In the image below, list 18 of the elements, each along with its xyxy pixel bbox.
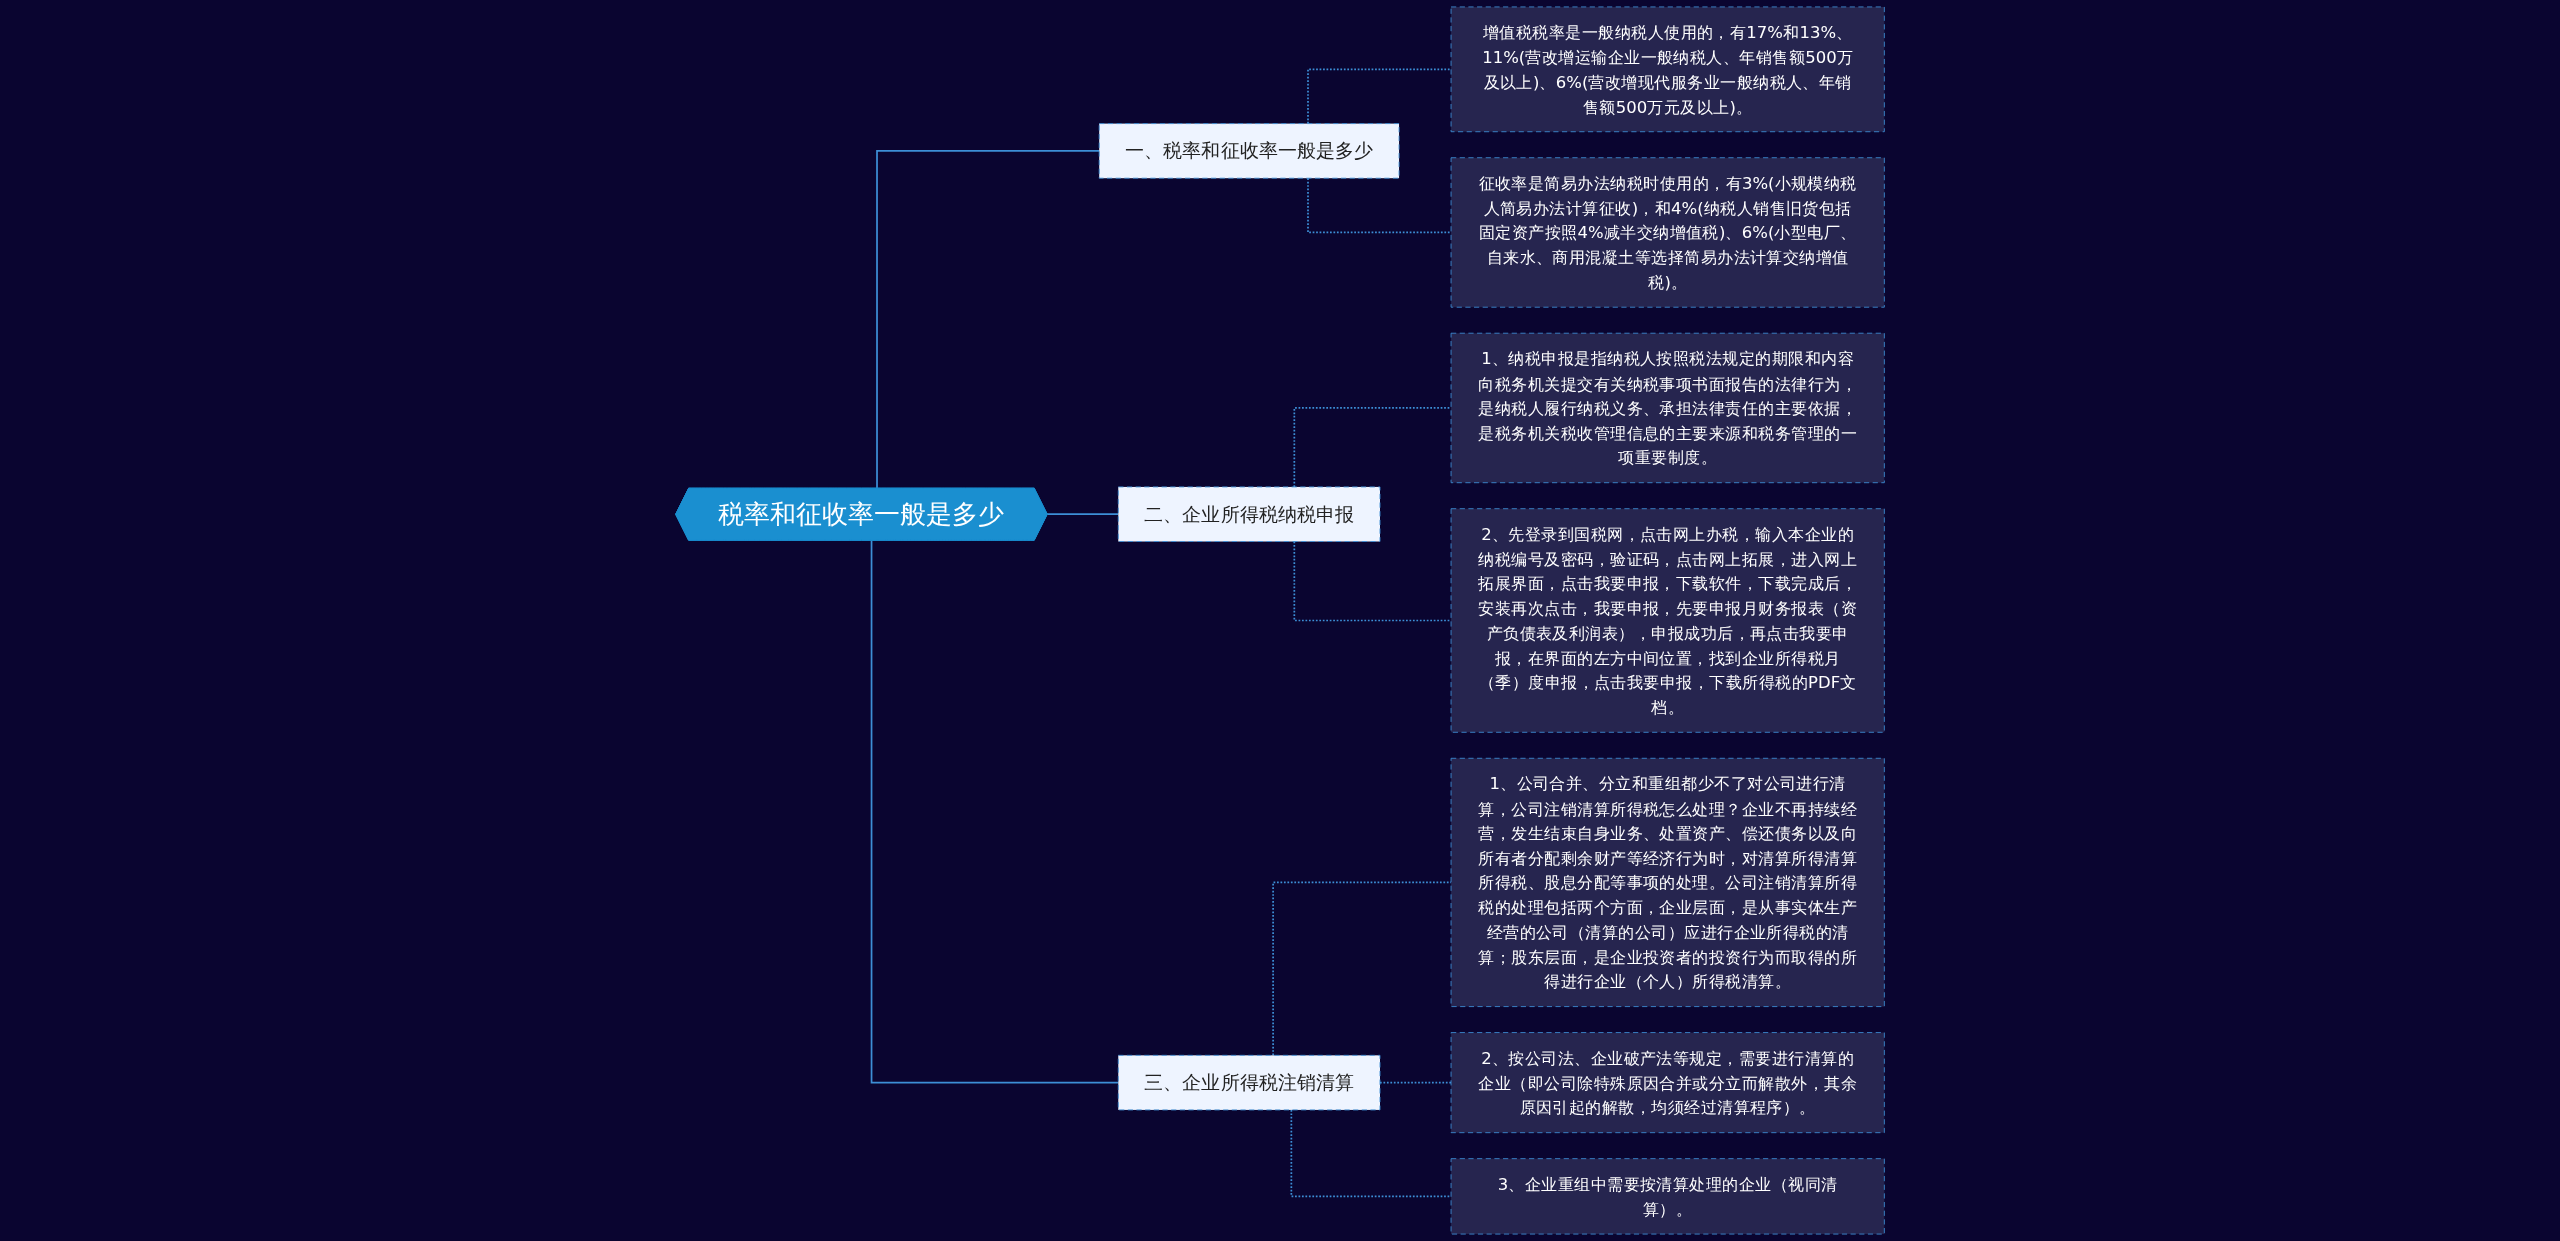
node-box: 一、税率和征收率一般是多少	[1098, 123, 1400, 179]
connector	[870, 539, 1120, 1084]
connector	[1307, 68, 1452, 125]
node-box: 二、企业所得税纳税申报	[1117, 486, 1381, 542]
node-box: 增值税税率是一般纳税人使用的，有17%和13%、11%(营改增运输企业一般纳税人、年销售额500万及以上)、6%(营改增现代服务业一般纳税人、年销售额500万元及以上)。	[1450, 6, 1885, 133]
connector	[1293, 540, 1452, 622]
node-box: 征收率是简易办法纳税时使用的，有3%(小规模纳税人简易办法计算征收)，和4%(纳税人销售旧货包括固定资产按照4%减半交纳增值税)、6%(小型电厂、自来水、商用混凝土等选择简易办法计算交纳增值税)。	[1450, 157, 1885, 308]
connector	[1272, 881, 1452, 1057]
node-box: 1、纳税申报是指纳税人按照税法规定的期限和内容向税务机关提交有关纳税事项书面报告的法律行为，是纳税人履行纳税义务、承担法律责任的主要依据，是税务机关税收管理信息的主要来源和税务管理的一项重要制度。	[1450, 332, 1885, 484]
node-box: 2、按公司法、企业破产法等规定，需要进行清算的企业（即公司除特殊原因合并或分立而解散外，其余原因引起的解散，均须经过清算程序）。	[1450, 1032, 1885, 1134]
connector	[1290, 1109, 1452, 1198]
node-box: 2、先登录到国税网，点击网上办税，输入本企业的纳税编号及密码，验证码，点击网上拓展，进入网上拓展界面，点击我要申报，下载软件，下载完成后，安装再次点击，我要申报，先要申报月财务报表（资产负债表及利润表），申报成功后，再点击我要申报，在界面的左方中间位置，找到企业所得税月（季）度申报，点击我要申报，下载所得税的PDF文档。	[1450, 508, 1885, 733]
connector	[1379, 1081, 1452, 1084]
node-box: 1、公司合并、分立和重组都少不了对公司进行清算，公司注销清算所得税怎么处理？企业不再持续经营，发生结束自身业务、处置资产、偿还债务以及向所有者分配剩余财产等经济行为时，对清算所得清算所得税、股息分配等事项的处理。公司注销清算所得税的处理包括两个方面，企业层面，是从事实体生产经营的公司（清算的公司）应进行企业所得税的清算；股东层面，是企业投资者的投资行为而取得的所得进行企业（个人）所得税清算。	[1450, 757, 1885, 1007]
node-box: 3、企业重组中需要按清算处理的企业（视同清算）。	[1450, 1158, 1885, 1235]
node-box: 三、企业所得税注销清算	[1117, 1054, 1381, 1111]
connector	[1046, 513, 1120, 516]
connector	[876, 150, 1101, 490]
